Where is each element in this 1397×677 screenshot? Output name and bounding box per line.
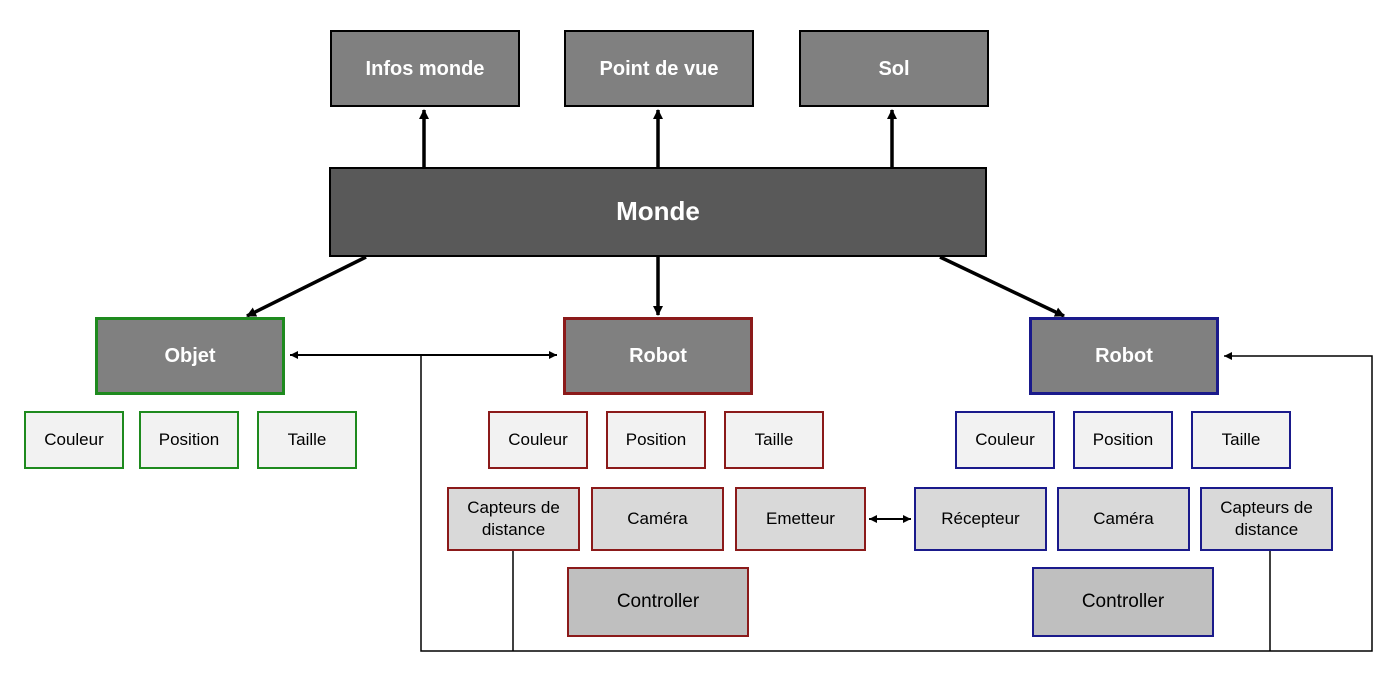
- robot-blue-label: Robot: [1095, 345, 1153, 367]
- robot-blue-capteurs-box: Capteurs de distance: [1200, 487, 1333, 551]
- robot-blue-box: Robot: [1029, 317, 1219, 395]
- sol-box: Sol: [799, 30, 989, 107]
- objet-position-box: Position: [139, 411, 239, 469]
- robot-blue-recepteur-box: Récepteur: [914, 487, 1047, 551]
- robot-red-emetteur-label: Emetteur: [766, 508, 835, 528]
- robot-blue-position-label: Position: [1092, 429, 1154, 449]
- robot-red-box: Robot: [563, 317, 753, 395]
- objet-label: Objet: [164, 345, 216, 367]
- robot-blue-taille-box: Taille: [1191, 411, 1291, 469]
- monde-label: Monde: [616, 196, 700, 227]
- sol-label: Sol: [878, 57, 910, 80]
- robot-blue-position-box: Position: [1073, 411, 1173, 469]
- robot-red-taille-label: Taille: [754, 429, 794, 449]
- robot-red-capteurs-box: Capteurs de distance: [447, 487, 580, 551]
- robot-blue-camera-label: Caméra: [1093, 508, 1154, 528]
- robot-blue-capteurs-label: Capteurs de distance: [1220, 497, 1313, 539]
- robot-red-taille-box: Taille: [724, 411, 824, 469]
- robot-red-couleur-label: Couleur: [508, 429, 568, 449]
- robot-red-camera-label: Caméra: [627, 508, 688, 528]
- infos-monde-box: Infos monde: [330, 30, 520, 107]
- robot-blue-camera-box: Caméra: [1057, 487, 1190, 551]
- arrow-monde-to-robot-blue: [939, 255, 1065, 318]
- point-de-vue-label: Point de vue: [599, 57, 719, 80]
- wire-loop-right: [1224, 352, 1373, 652]
- objet-box: Objet: [95, 317, 285, 395]
- robot-blue-couleur-label: Couleur: [975, 429, 1035, 449]
- objet-taille-label: Taille: [287, 429, 327, 449]
- robot-red-couleur-box: Couleur: [488, 411, 588, 469]
- infos-monde-label: Infos monde: [365, 57, 485, 80]
- robot-red-emetteur-box: Emetteur: [735, 487, 866, 551]
- monde-box: Monde: [329, 167, 987, 257]
- robot-red-capteurs-label: Capteurs de distance: [467, 497, 560, 539]
- objet-couleur-label: Couleur: [44, 429, 104, 449]
- arrow-monde-to-objet: [246, 255, 367, 318]
- objet-position-label: Position: [158, 429, 220, 449]
- robot-red-controller-label: Controller: [616, 590, 700, 612]
- robot-blue-couleur-box: Couleur: [955, 411, 1055, 469]
- robot-blue-taille-label: Taille: [1221, 429, 1261, 449]
- robot-red-controller-box: Controller: [567, 567, 749, 637]
- robot-blue-controller-box: Controller: [1032, 567, 1214, 637]
- robot-red-camera-box: Caméra: [591, 487, 724, 551]
- objet-taille-box: Taille: [257, 411, 357, 469]
- robot-red-position-box: Position: [606, 411, 706, 469]
- robot-red-position-label: Position: [625, 429, 687, 449]
- robot-red-label: Robot: [629, 345, 687, 367]
- robot-blue-recepteur-label: Récepteur: [941, 508, 1020, 528]
- point-de-vue-box: Point de vue: [564, 30, 754, 107]
- robot-blue-controller-label: Controller: [1081, 590, 1165, 612]
- wire-loop-left: [420, 355, 513, 652]
- objet-couleur-box: Couleur: [24, 411, 124, 469]
